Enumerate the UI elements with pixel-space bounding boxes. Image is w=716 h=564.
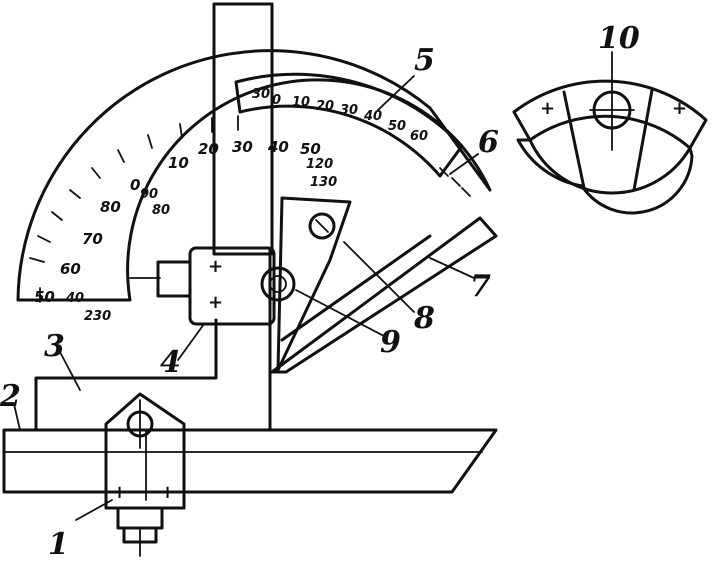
square-bracket	[34, 318, 218, 432]
vernier-inner-label: 120	[306, 157, 333, 172]
main-scale-label: 0	[130, 176, 140, 194]
main-scale-label: 40	[267, 138, 289, 156]
inset-detail: + +	[512, 51, 708, 215]
vernier-label: 60	[410, 129, 428, 144]
base-ruler	[2, 428, 498, 494]
main-scale-ticks	[29, 115, 239, 303]
plus-mark: +	[160, 482, 175, 503]
callout-8: 8	[413, 301, 435, 336]
main-scale-inner-label: 90	[140, 187, 158, 202]
plus-mark: +	[208, 256, 223, 277]
callout-9: 9	[380, 325, 401, 360]
callout-6: 6	[478, 125, 499, 160]
main-scale-label: 50	[34, 288, 55, 306]
callout-1: 1	[48, 527, 69, 562]
vernier-label: 0	[272, 93, 281, 108]
vernier-plate: 30 0 10 20 30 40 50 60 120 130	[234, 72, 471, 197]
callout-4: 4	[160, 345, 181, 380]
plus-mark: +	[672, 98, 687, 119]
callout-7: 7	[470, 269, 491, 304]
vernier-label: 30	[340, 103, 358, 118]
main-scale-label: 10	[168, 154, 189, 172]
main-scale-label: 80	[100, 198, 121, 216]
clamp-plate	[276, 196, 352, 372]
screw-icon	[308, 212, 336, 240]
vertical-post	[212, 2, 274, 432]
vernier-label: 50	[388, 119, 406, 134]
main-scale-inner-label: 40	[65, 291, 84, 306]
main-scale-inner-label: 230	[84, 309, 111, 324]
blade	[270, 216, 498, 374]
main-scale-label: 20	[198, 140, 219, 158]
plus-mark: +	[208, 292, 223, 313]
main-scale-label: 70	[82, 230, 103, 248]
main-scale-sector: 50 60 70 80 0 10 20 30 40 50 40 230 90 8…	[16, 49, 492, 324]
callout-2: 2	[0, 379, 21, 414]
main-scale-label: 50	[300, 140, 321, 158]
plus-mark: +	[112, 482, 127, 503]
main-scale-label: 60	[60, 260, 81, 278]
plus-mark: +	[540, 98, 555, 119]
vernier-inner-label: 130	[310, 175, 337, 190]
leader-lines	[13, 75, 479, 521]
vernier-label: 10	[292, 95, 310, 110]
callout-10: 10	[598, 21, 640, 56]
callout-3: 3	[44, 329, 65, 364]
screw-icon	[260, 266, 296, 302]
vernier-label: 40	[363, 109, 382, 124]
base-clamp: + +	[104, 392, 186, 557]
main-scale-label: 30	[232, 138, 253, 156]
callout-5: 5	[414, 43, 435, 78]
main-scale-inner-label: 80	[152, 203, 170, 218]
vernier-label: 20	[316, 99, 334, 114]
callout-labels: 1 2 3 4 5 6 7 8 9 10	[0, 21, 640, 562]
vernier-label: 30	[252, 87, 270, 102]
slider-block: + +	[129, 246, 296, 326]
